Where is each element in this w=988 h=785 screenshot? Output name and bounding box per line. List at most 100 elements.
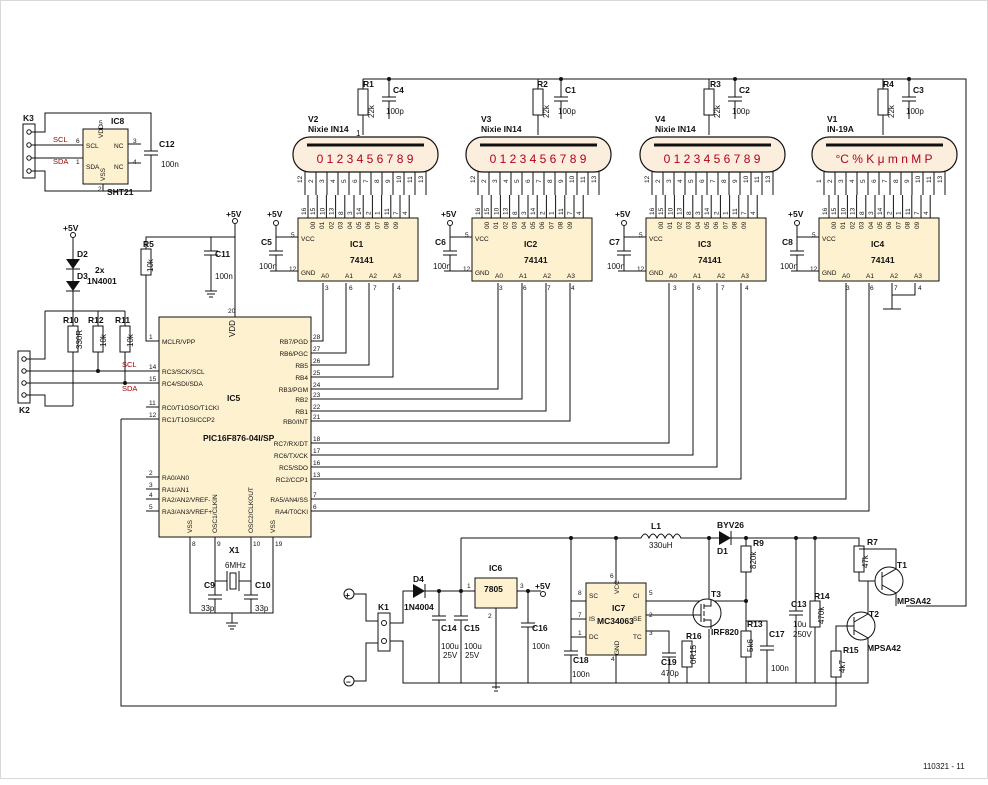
tube-pin-number: 12: [297, 175, 304, 183]
driver-out-pin: 7: [393, 211, 400, 215]
driver-out-name: 03: [338, 221, 345, 229]
driver-in-name: A1: [866, 273, 874, 280]
driver-in-pin: 6: [697, 285, 701, 292]
driver-in-pin: 7: [373, 285, 377, 292]
driver-part: 74141: [524, 255, 548, 265]
diodes-count: 2x: [95, 265, 105, 275]
svg-text:470k: 470k: [817, 606, 826, 624]
svg-text:4: 4: [611, 656, 615, 663]
mcu-right-pin-num: 16: [313, 460, 321, 467]
svg-text:5: 5: [649, 590, 653, 597]
driver-chip: [471, 217, 593, 282]
tube-ref: V3: [481, 114, 492, 124]
tube-pin-number: 8: [893, 179, 900, 183]
driver-in-name: A2: [890, 273, 898, 280]
svg-text:8: 8: [578, 590, 582, 597]
mcu-right-pin-num: 17: [313, 448, 321, 455]
driver-out-name: 00: [310, 221, 317, 229]
tube-pin-number: 3: [666, 179, 673, 183]
mcu-right-pin-name: RB6/PGC: [279, 351, 308, 358]
driver-supply-wire: [443, 226, 472, 272]
x1-ref: X1: [229, 545, 240, 555]
driver-out-pin: 4: [923, 211, 930, 215]
svg-text:SCL: SCL: [86, 143, 99, 150]
l1-value: 330uH: [649, 541, 673, 550]
svg-text:C18: C18: [573, 655, 589, 665]
tube-pin-number: 2: [655, 179, 662, 183]
driver-in-name: A0: [321, 273, 329, 280]
svg-text:C13: C13: [791, 599, 807, 609]
driver-out-pin: 11: [558, 208, 565, 215]
gnd-pin-num: 12: [810, 266, 818, 273]
svg-text:4k7: 4k7: [838, 660, 847, 673]
ic8-ref: IC8: [111, 116, 125, 126]
driver-out-pin: 4: [402, 211, 409, 215]
svg-text:10u: 10u: [793, 620, 806, 629]
driver-out-name: 06: [713, 221, 720, 229]
driver-in-name: A2: [543, 273, 551, 280]
mcu-left-pin-num: 5: [149, 504, 153, 511]
r2-value: 22k: [542, 104, 551, 118]
tube-pin-number: 9: [385, 179, 392, 183]
driver-out-pin: 8: [686, 211, 693, 215]
tube-pin-number: 13: [591, 175, 598, 183]
tube-pin-number: 9: [558, 179, 565, 183]
driver-out-pin: 15: [484, 207, 491, 215]
r4-value: 22k: [887, 104, 896, 118]
anode-r-c-1: R1 22k C4 100p 1: [356, 79, 404, 138]
driver-in-name: A0: [669, 273, 677, 280]
decoupling-cap-value: 100n: [607, 262, 625, 271]
tube-pin-number: 11: [926, 176, 933, 183]
mcu-bottom-pin-num: 19: [275, 541, 283, 548]
mcu-left-pin-num: 1: [149, 334, 153, 341]
tube-pin-number: 3: [838, 179, 845, 183]
t3-part: IRF820: [711, 627, 739, 637]
mcu-left-pins: 1MCLR/VPP14RC3/SCK/SCL15RC4/SDI/SDA11RC0…: [146, 334, 219, 516]
driver-in-name: A3: [393, 273, 401, 280]
tube-pin-number: 6: [525, 179, 532, 183]
svg-text:C16: C16: [532, 623, 548, 633]
svg-text:VDD: VDD: [98, 124, 105, 138]
bus-wires: [311, 283, 916, 512]
driver-out-name: 02: [502, 221, 509, 229]
driver-out-pin: 2: [713, 211, 720, 215]
driver-out-pin: 14: [704, 207, 711, 215]
tube-pin-number: 10: [396, 175, 403, 183]
svg-text:R13: R13: [747, 619, 763, 629]
driver-part: 74141: [698, 255, 722, 265]
vcc-label-mcu: +5V: [226, 209, 242, 219]
driver-out-name: 05: [530, 221, 537, 229]
mcu-bottom-pin-name: VSS: [270, 519, 277, 533]
driver-out-name: 00: [484, 221, 491, 229]
gnd-pin-label: GND: [649, 270, 664, 277]
svg-text:20: 20: [228, 308, 236, 315]
driver-in-pin: 7: [894, 285, 898, 292]
mcu-left-pin-name: RC0/T1OSO/T1CKI: [162, 405, 219, 412]
mcu-left-pin-num: 15: [149, 376, 157, 383]
driver-out-name: 07: [548, 221, 555, 229]
vcc-label: +5V: [788, 209, 804, 219]
mcu-right-pin-name: RC6/TX/CK: [274, 453, 309, 460]
tube-pin-number: 2: [308, 179, 315, 183]
driver-out-name: 08: [384, 221, 391, 229]
r5-value: 10k: [146, 258, 155, 272]
mcu-right-pin-num: 28: [313, 334, 321, 341]
svg-text:10k: 10k: [126, 333, 135, 347]
mcu-left-pin-name: RC4/SDI/SDA: [162, 381, 203, 388]
c4-ref: C4: [393, 85, 404, 95]
mcu-right-pin-name: RB0/INT: [283, 419, 308, 426]
ic7-part: MC34063: [597, 616, 634, 626]
svg-text:330R: 330R: [75, 330, 84, 349]
mcu-right-pin-num: 22: [313, 404, 321, 411]
driver-in-name: A2: [717, 273, 725, 280]
driver-in-name: A3: [567, 273, 575, 280]
mcu-bottom-pin-num: 9: [217, 541, 221, 548]
anode-r-c-3: R3 22k C2 100p: [703, 79, 750, 135]
driver-out-name: 04: [347, 221, 354, 229]
driver-out-pin: 7: [567, 211, 574, 215]
svg-text:6: 6: [76, 138, 80, 145]
svg-text:0R15: 0R15: [689, 644, 698, 664]
driver-out-pin: 14: [356, 207, 363, 215]
